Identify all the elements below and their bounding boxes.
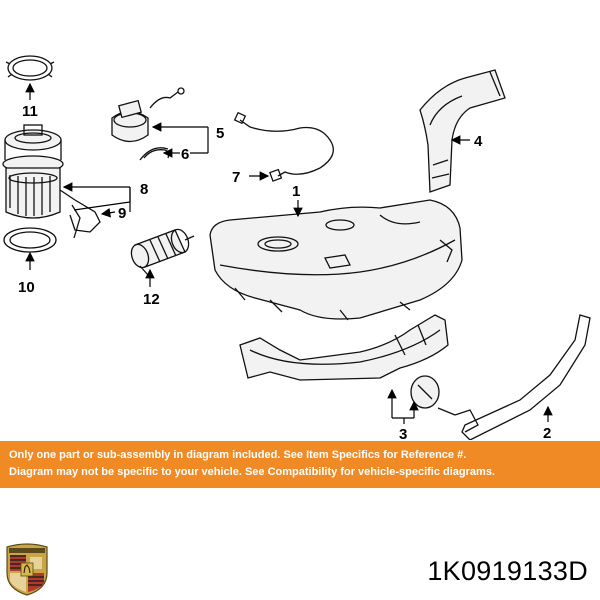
heat-shield-part bbox=[239, 314, 449, 409]
sending-unit-part bbox=[111, 87, 185, 143]
callout-6: 6 bbox=[181, 146, 189, 163]
disclaimer-line-1: Only one part or sub-assembly in diagram… bbox=[9, 449, 467, 461]
disclaimer-line-2: Diagram may not be specific to your vehi… bbox=[9, 466, 495, 478]
seal-ring-part bbox=[5, 55, 55, 81]
callout-4: 4 bbox=[474, 133, 483, 150]
callout-11: 11 bbox=[22, 103, 38, 120]
part-number: 1K0919133D bbox=[427, 556, 588, 586]
fuel-pump-part bbox=[2, 124, 101, 239]
callout-5: 5 bbox=[216, 125, 224, 142]
clip-part bbox=[139, 147, 170, 161]
lock-ring-part bbox=[3, 227, 57, 253]
fuel-tank-part bbox=[209, 199, 463, 321]
callout-8: 8 bbox=[140, 181, 148, 198]
fuel-filter-part bbox=[130, 228, 195, 276]
callout-12: 12 bbox=[143, 291, 160, 308]
tank-strap-part bbox=[437, 314, 591, 440]
leader-lines bbox=[25, 82, 553, 424]
wire-harness-part bbox=[233, 111, 334, 182]
callout-1: 1 bbox=[292, 183, 300, 200]
disclaimer-banner: Only one part or sub-assembly in diagram… bbox=[0, 441, 600, 488]
porsche-crest-icon bbox=[6, 543, 48, 596]
parts-diagram: 11 10 8 9 5 6 7 4 1 12 3 2 bbox=[2, 55, 591, 440]
filler-neck-part bbox=[419, 69, 506, 193]
callout-10: 10 bbox=[18, 279, 35, 296]
callout-3: 3 bbox=[399, 426, 407, 440]
callout-7: 7 bbox=[232, 169, 240, 186]
callout-9: 9 bbox=[118, 205, 126, 222]
callout-2: 2 bbox=[543, 425, 551, 440]
